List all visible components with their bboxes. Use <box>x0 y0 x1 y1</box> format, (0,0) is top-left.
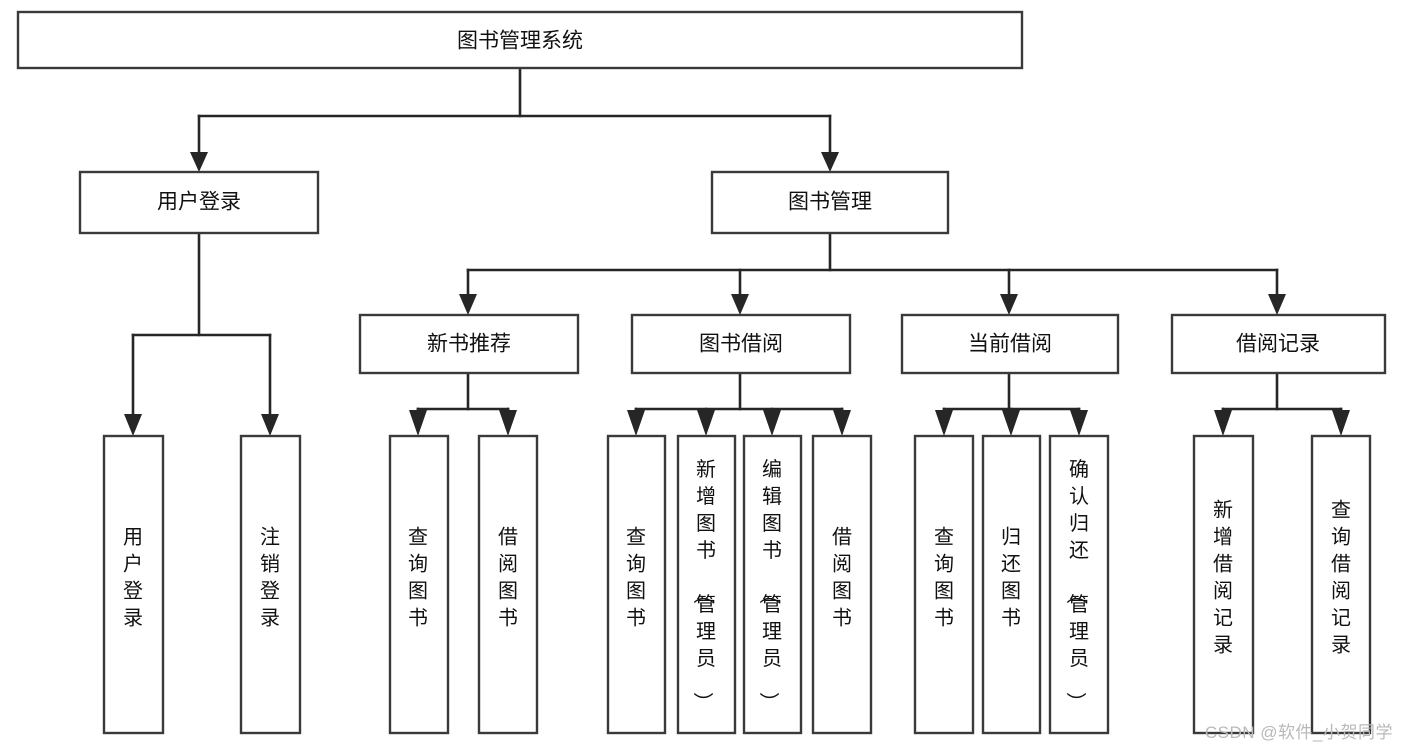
node-new-book-recommend[interactable]: 新书推荐 <box>358 313 580 375</box>
node-leaf-edit-book-admin[interactable]: 编辑图书（管理员） <box>742 434 803 735</box>
arrow-head-user-login <box>190 152 208 172</box>
node-leaf-edit-book-admin-label: 编辑图书（管理员） <box>757 458 782 712</box>
node-leaf-logout-login-label: 注销登录 <box>260 526 280 630</box>
node-book-borrow[interactable]: 图书借阅 <box>630 313 852 375</box>
node-leaf-query-book-2-label: 查询图书 <box>626 526 646 630</box>
arrow-head-leaf-return-book <box>1002 410 1020 436</box>
node-leaf-add-borrow-record-label: 新增借阅记录 <box>1213 499 1233 657</box>
node-current-borrow-label: 当前借阅 <box>968 333 1052 356</box>
arrow-head-leaf-query-book-3 <box>935 410 953 436</box>
node-leaf-borrow-book-1-box[interactable] <box>477 434 539 735</box>
arrow-head-leaf-borrow-book-2 <box>833 410 851 436</box>
node-user-login[interactable]: 用户登录 <box>78 170 320 235</box>
arrow-head-leaf-confirm-return-admin <box>1070 410 1088 436</box>
leaf-layer: 用户登录 注销登录 查询图书 借阅图书 查询图书 新增图书（管理员） <box>102 434 1372 735</box>
arrow-head-leaf-add-book-admin <box>697 410 715 436</box>
node-leaf-borrow-book-1[interactable]: 借阅图书 <box>477 434 539 735</box>
node-borrow-record-label: 借阅记录 <box>1236 333 1320 356</box>
arrow-head-borrow-record <box>1268 294 1286 315</box>
node-leaf-query-book-3-box[interactable] <box>913 434 975 735</box>
arrow-head-leaf-edit-book-admin <box>763 410 781 436</box>
node-leaf-user-login-label: 用户登录 <box>123 527 143 630</box>
node-leaf-confirm-return-admin-label: 确认归还（管理员） <box>1064 458 1089 712</box>
node-leaf-query-book-2[interactable]: 查询图书 <box>606 434 667 735</box>
arrow-head-leaf-query-book-1 <box>409 410 427 436</box>
node-borrow-record-box[interactable] <box>1170 313 1387 375</box>
arrow-head-book-borrow <box>731 294 749 315</box>
node-leaf-confirm-return-admin-box[interactable] <box>1048 434 1110 735</box>
arrow-head-current-borrow <box>1000 294 1018 315</box>
node-current-borrow-box[interactable] <box>900 313 1120 375</box>
node-leaf-logout-login[interactable]: 注销登录 <box>239 434 302 735</box>
arrow-head-leaf-logout-login <box>261 414 279 436</box>
node-leaf-query-book-3[interactable]: 查询图书 <box>913 434 975 735</box>
node-leaf-add-book-admin-box[interactable] <box>676 434 737 735</box>
node-leaf-return-book[interactable]: 归还图书 <box>981 434 1042 735</box>
node-book-borrow-box[interactable] <box>630 313 852 375</box>
node-leaf-query-book-1-label: 查询图书 <box>408 526 428 630</box>
node-leaf-add-book-admin[interactable]: 新增图书（管理员） <box>676 434 737 735</box>
node-leaf-borrow-book-1-label: 借阅图书 <box>498 526 518 630</box>
node-leaf-query-borrow-record-box[interactable] <box>1310 434 1372 735</box>
node-current-borrow[interactable]: 当前借阅 <box>900 313 1120 375</box>
arrow-head-new-book-recommend <box>459 294 477 315</box>
node-leaf-add-book-admin-label: 新增图书（管理员） <box>691 458 716 712</box>
node-book-management-label: 图书管理 <box>788 191 872 214</box>
arrow-head-book-management <box>821 152 839 172</box>
node-leaf-borrow-book-2-box[interactable] <box>811 434 873 735</box>
node-leaf-borrow-book-2[interactable]: 借阅图书 <box>811 434 873 735</box>
node-book-management-box[interactable] <box>710 170 950 235</box>
node-leaf-query-book-1[interactable]: 查询图书 <box>388 434 450 735</box>
arrow-head-leaf-query-borrow-record <box>1332 410 1350 436</box>
node-root-box[interactable] <box>16 10 1024 70</box>
node-leaf-confirm-return-admin[interactable]: 确认归还（管理员） <box>1048 434 1110 735</box>
node-leaf-add-borrow-record[interactable]: 新增借阅记录 <box>1192 434 1255 735</box>
arrow-head-leaf-borrow-book-1 <box>499 410 517 436</box>
node-leaf-query-book-1-box[interactable] <box>388 434 450 735</box>
node-leaf-user-login-box[interactable] <box>102 434 165 735</box>
node-book-management[interactable]: 图书管理 <box>710 170 950 235</box>
node-user-login-box[interactable] <box>78 170 320 235</box>
node-leaf-return-book-box[interactable] <box>981 434 1042 735</box>
arrow-head-leaf-query-book-2 <box>627 410 645 436</box>
node-leaf-logout-login-box[interactable] <box>239 434 302 735</box>
node-borrow-record[interactable]: 借阅记录 <box>1170 313 1387 375</box>
node-leaf-return-book-label: 归还图书 <box>1001 526 1021 630</box>
node-root-label: 图书管理系统 <box>457 30 583 53</box>
node-leaf-query-book-2-box[interactable] <box>606 434 667 735</box>
node-leaf-query-borrow-record[interactable]: 查询借阅记录 <box>1310 434 1372 735</box>
node-leaf-query-borrow-record-label: 查询借阅记录 <box>1331 499 1351 657</box>
node-new-book-recommend-box[interactable] <box>358 313 580 375</box>
node-leaf-query-book-3-label: 查询图书 <box>934 526 954 630</box>
node-leaf-borrow-book-2-label: 借阅图书 <box>832 526 852 630</box>
arrow-head-leaf-user-login <box>124 414 142 436</box>
node-new-book-recommend-label: 新书推荐 <box>427 333 511 356</box>
connector-layer <box>124 66 1350 436</box>
node-user-login-label: 用户登录 <box>157 191 241 214</box>
node-leaf-add-borrow-record-box[interactable] <box>1192 434 1255 735</box>
node-leaf-user-login[interactable]: 用户登录 <box>102 434 165 735</box>
node-book-borrow-label: 图书借阅 <box>699 333 783 356</box>
node-leaf-edit-book-admin-box[interactable] <box>742 434 803 735</box>
arrow-head-leaf-add-borrow-record <box>1214 410 1232 436</box>
node-root[interactable]: 图书管理系统 <box>16 10 1024 70</box>
